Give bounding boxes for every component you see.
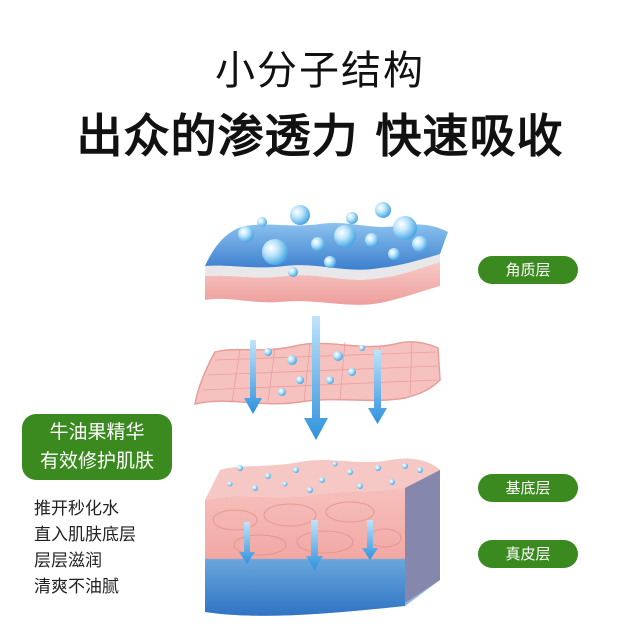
benefit-item: 清爽不油腻 bbox=[34, 577, 119, 597]
page-title: 出众的渗透力 快速吸收 bbox=[76, 109, 564, 163]
subtitle: 小分子结构 bbox=[215, 48, 425, 94]
promo-badge: 牛油果精华 有效修护肌肤 bbox=[22, 414, 172, 480]
benefit-item: 推开秒化水 bbox=[34, 499, 119, 519]
promo-line-2: 有效修护肌肤 bbox=[39, 450, 154, 472]
label-dermis: 真皮层 bbox=[478, 540, 578, 568]
promo-line-1: 牛油果精华 bbox=[49, 421, 145, 443]
benefit-item: 层层滋润 bbox=[34, 551, 102, 571]
penetration-arrows bbox=[239, 316, 387, 570]
label-basal-layer: 基底层 bbox=[478, 474, 578, 502]
benefits-list: 推开秒化水 直入肌肤底层 层层滋润 清爽不油腻 bbox=[34, 496, 174, 600]
benefit-item: 直入肌肤底层 bbox=[34, 525, 136, 545]
moisture-droplets bbox=[227, 202, 428, 493]
label-stratum-corneum: 角质层 bbox=[478, 256, 578, 284]
